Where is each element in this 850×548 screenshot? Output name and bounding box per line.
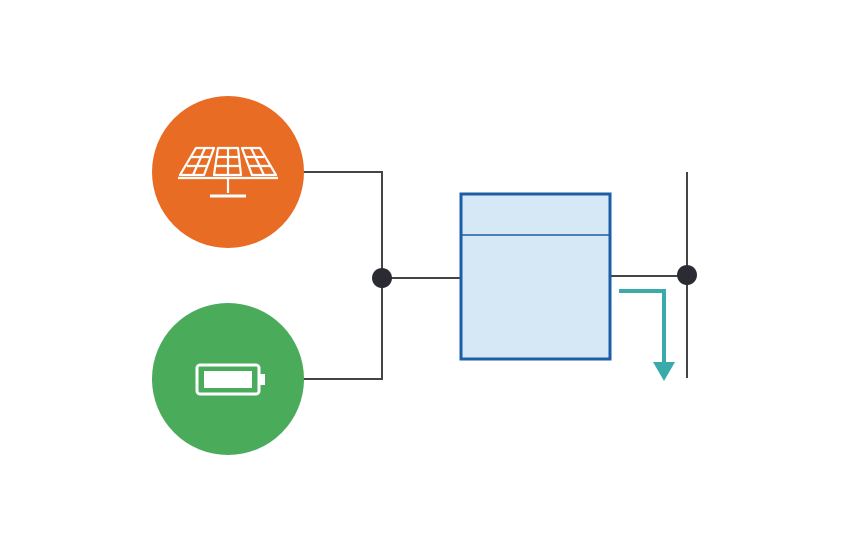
inverter-node bbox=[459, 192, 612, 361]
solar-node bbox=[152, 96, 304, 248]
battery-wire bbox=[300, 278, 383, 380]
left-junction-dot bbox=[372, 268, 392, 288]
solar-wire bbox=[300, 171, 383, 278]
battery-node bbox=[152, 303, 304, 455]
flow-arrow-head bbox=[653, 362, 675, 381]
solar-panel-icon bbox=[178, 146, 278, 198]
flow-arrow-line bbox=[619, 289, 666, 364]
battery-icon bbox=[195, 363, 265, 396]
inverter-box bbox=[459, 192, 612, 361]
right-junction-dot bbox=[677, 265, 697, 285]
flow-arrow bbox=[619, 289, 675, 381]
